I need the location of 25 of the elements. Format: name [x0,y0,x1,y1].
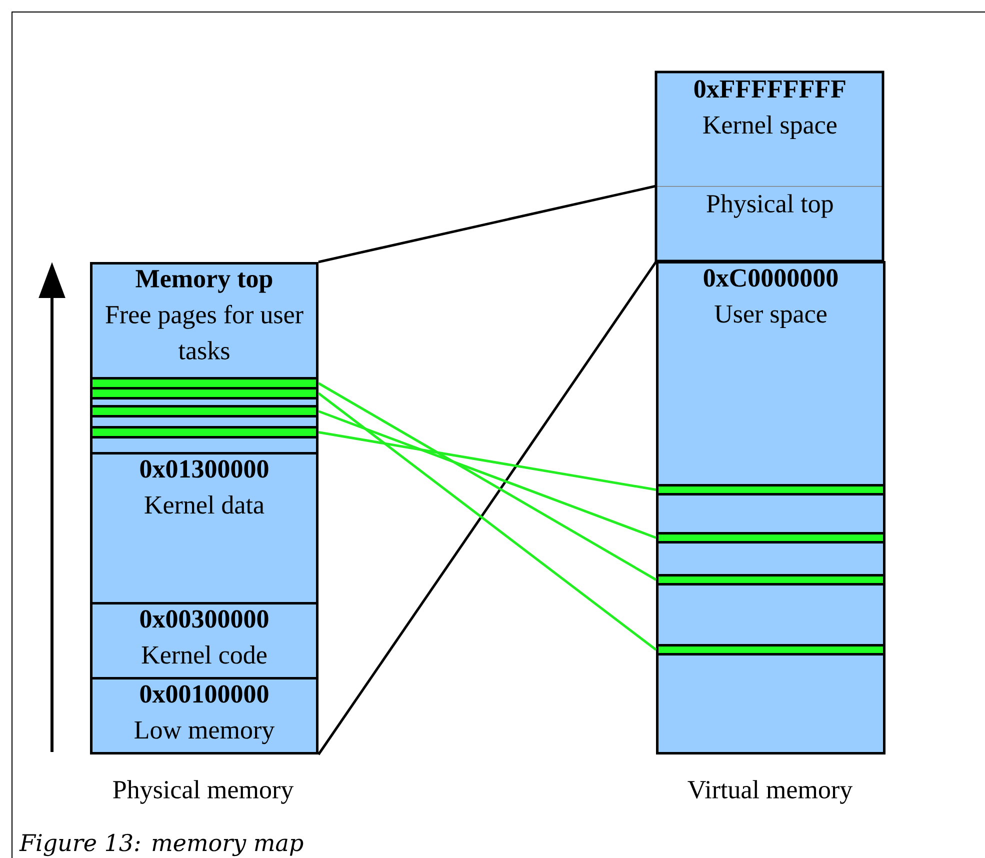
connector-line [318,392,657,651]
memory-block: Physical top [656,186,884,262]
mapped-page-bar [90,387,318,400]
mapped-page-bar [90,377,318,390]
connector-line [317,261,658,756]
memory-stripe [90,415,318,428]
mapped-page-bar [90,426,318,438]
connector-line [318,184,656,264]
axis-caption: Virtual memory [688,780,853,804]
memory-stripe [90,397,318,408]
mapped-page-bar [656,644,886,656]
memory-block: 0x00100000 Low memory [90,677,318,754]
memory-block: 0xFFFFFFFF Kernel space [656,72,884,187]
memory-stripe [90,436,318,454]
memory-block: 0x00300000 Kernel code [90,602,318,680]
connector-line [318,382,657,581]
mapped-page-bar [90,405,318,418]
connector-line [318,431,656,491]
figure-caption: Figure 13: memory map [19,834,304,856]
memory-block: Memory top Free pages for user tasks [90,262,318,380]
mapped-page-bar [656,574,886,586]
mapped-page-bar [656,532,886,544]
connector-line [318,410,656,539]
mapped-page-bar [656,484,886,496]
axis-caption: Physical memory [113,780,294,804]
